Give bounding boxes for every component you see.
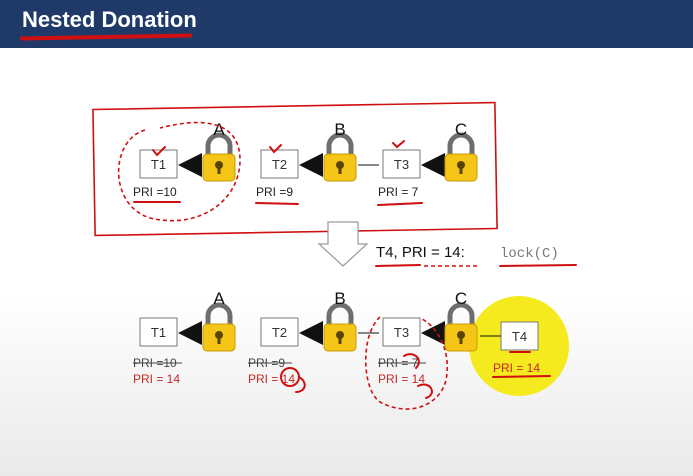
thread-label-t3: T3 bbox=[394, 157, 409, 172]
thread-label-t2: T2 bbox=[272, 325, 287, 340]
before-box-annotation bbox=[92, 101, 498, 237]
pri-t3: PRI = 7 bbox=[378, 185, 419, 199]
padlock-icon bbox=[324, 135, 356, 181]
padlock-icon bbox=[203, 305, 235, 351]
underline-annotation bbox=[375, 264, 421, 267]
check-annotation bbox=[152, 146, 166, 157]
after-chain: T1 PRI =10 PRI = 14 A T2 PRI =9 PRI = 14… bbox=[133, 289, 569, 410]
thread-label-t1: T1 bbox=[151, 325, 166, 340]
stroke-annotation bbox=[295, 376, 306, 393]
lock-label-c: C bbox=[455, 289, 467, 308]
pri-t4: PRI = 14 bbox=[493, 361, 540, 375]
transition-text: T4, PRI = 14: bbox=[376, 244, 465, 261]
transition: T4, PRI = 14: lock(C) bbox=[317, 221, 577, 267]
padlock-icon bbox=[445, 305, 477, 351]
padlock-icon bbox=[203, 135, 235, 181]
thread-label-t4: T4 bbox=[512, 329, 527, 344]
lock-label-a: A bbox=[213, 289, 225, 308]
underline-annotation bbox=[377, 202, 423, 206]
circle-annotation bbox=[365, 316, 449, 410]
padlock-icon bbox=[445, 135, 477, 181]
pri-new-t1: PRI = 14 bbox=[133, 372, 180, 386]
underline-annotation bbox=[492, 375, 551, 378]
thread-label-t2: T2 bbox=[272, 157, 287, 172]
thread-label-t3: T3 bbox=[394, 325, 409, 340]
lock-label-c: C bbox=[455, 120, 467, 139]
thread-label-t1: T1 bbox=[151, 157, 166, 172]
pri-new-t3: PRI = 14 bbox=[378, 372, 425, 386]
underline-annotation bbox=[255, 202, 299, 205]
circle-annotation bbox=[117, 121, 241, 222]
pri-t1: PRI =10 bbox=[133, 185, 177, 199]
padlock-icon bbox=[324, 305, 356, 351]
transition-code: lock(C) bbox=[500, 246, 559, 262]
underline-annotation bbox=[499, 264, 577, 267]
pri-new-t2: PRI = 14 bbox=[248, 372, 295, 386]
check-annotation bbox=[269, 144, 282, 154]
thread-box-t3 bbox=[382, 149, 421, 179]
thread-box-t4 bbox=[500, 321, 539, 351]
thread-box-t2 bbox=[260, 317, 299, 347]
before-chain: T1 PRI =10 A T2 PRI =9 B T3 PRI = 7 C bbox=[92, 101, 498, 237]
stroke-annotation bbox=[403, 353, 420, 369]
thread-box-t1 bbox=[139, 317, 178, 347]
lock-label-a: A bbox=[213, 120, 225, 139]
slide-title: Nested Donation bbox=[22, 7, 197, 32]
lock-label-b: B bbox=[334, 120, 345, 139]
thread-box-t3 bbox=[382, 317, 421, 347]
lock-label-b: B bbox=[334, 289, 345, 308]
slide-header: Nested Donation bbox=[0, 0, 693, 48]
check-annotation bbox=[392, 140, 405, 149]
down-arrow-icon bbox=[317, 221, 369, 267]
pri-t2: PRI =9 bbox=[256, 185, 293, 199]
stroke-annotation bbox=[417, 383, 433, 399]
thread-box-t2 bbox=[260, 149, 299, 179]
